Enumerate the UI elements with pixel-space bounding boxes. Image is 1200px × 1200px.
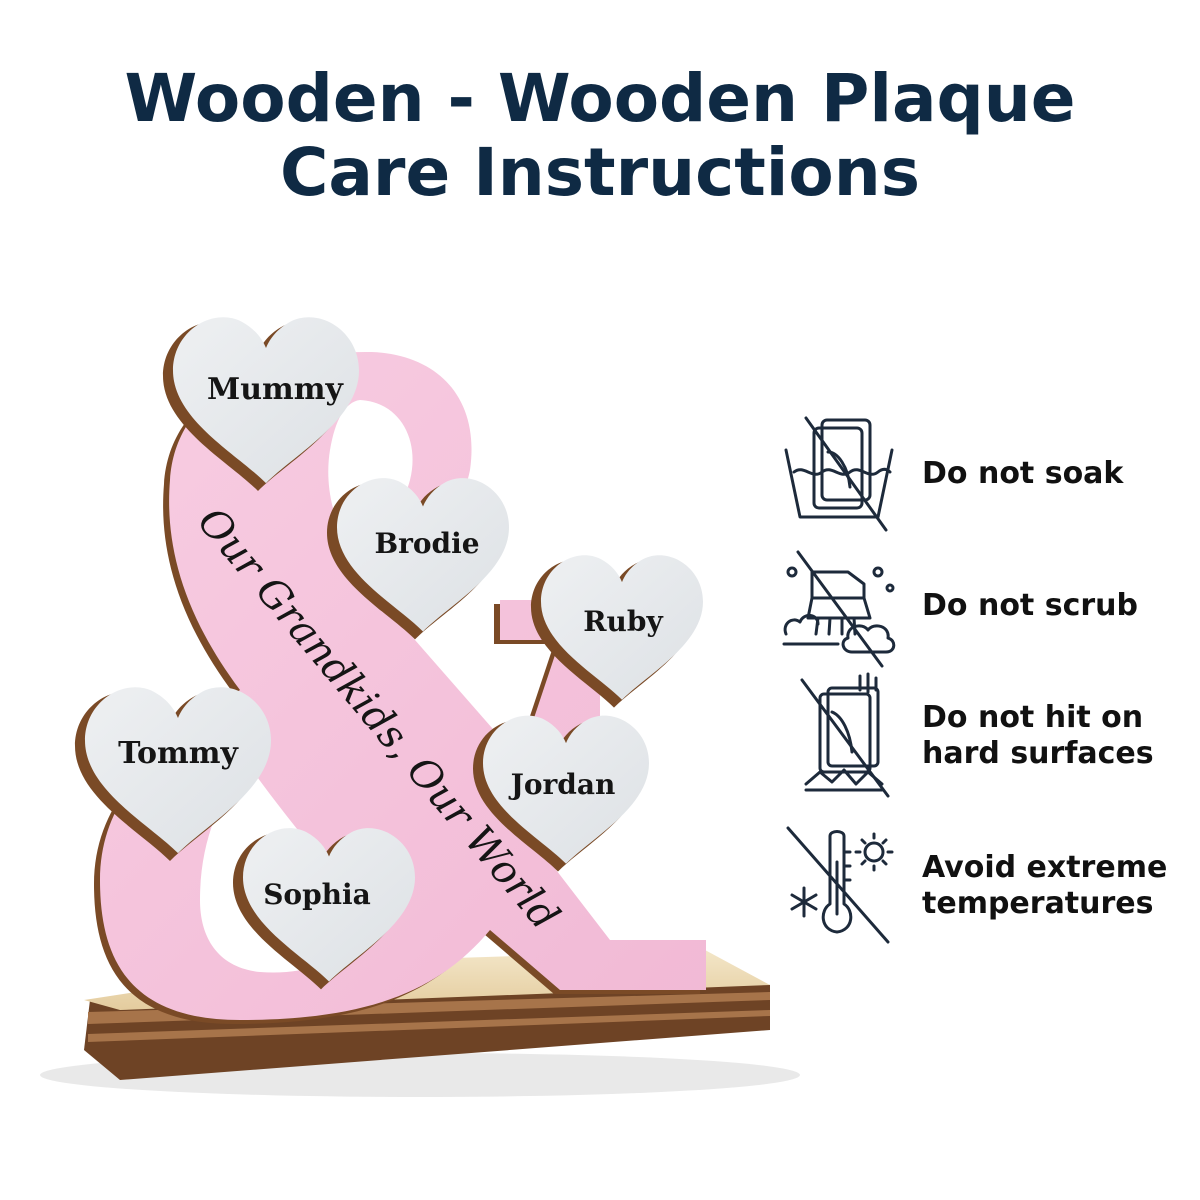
page-title: Wooden - Wooden Plaque Care Instructions [0, 62, 1200, 210]
name-jordan: Jordan [508, 768, 616, 801]
no-soak-icon [784, 416, 894, 532]
care-label-no-hit: Do not hit on hard surfaces [922, 700, 1154, 771]
care-label-no-soak: Do not soak [922, 456, 1124, 491]
title-line-2: Care Instructions [279, 134, 921, 211]
name-mummy: Mummy [207, 372, 345, 407]
name-sophia: Sophia [263, 878, 371, 911]
care-item-no-soak: Do not soak [770, 412, 1190, 542]
care-label-no-scrub: Do not scrub [922, 588, 1138, 623]
no-extreme-temperature-icon [786, 826, 894, 944]
care-item-no-scrub: Do not scrub [770, 542, 1190, 672]
care-item-avoid-temperatures: Avoid extreme temperatures [770, 822, 1190, 952]
no-hit-icon [800, 672, 890, 798]
name-ruby: Ruby [583, 605, 663, 638]
name-brodie: Brodie [374, 527, 479, 560]
care-item-no-hit: Do not hit on hard surfaces [770, 672, 1190, 802]
name-tommy: Tommy [118, 736, 239, 771]
care-label-avoid-temperatures: Avoid extreme temperatures [922, 850, 1168, 921]
title-line-1: Wooden - Wooden Plaque [124, 60, 1076, 137]
no-scrub-icon [782, 550, 896, 668]
